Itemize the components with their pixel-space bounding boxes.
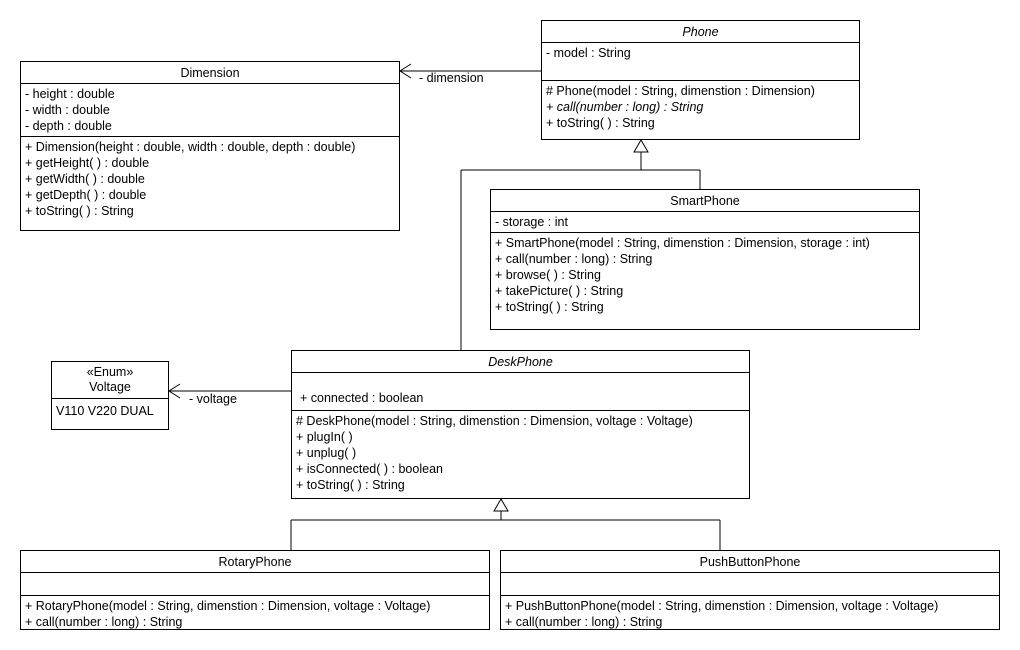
dimension-attribute: - width : double [25,103,110,117]
dimension-class-name: Dimension [21,62,399,84]
dimension-class[interactable]: Dimension - height : double - width : do… [20,61,400,231]
smartphone-operation: + call(number : long) : String [495,252,653,266]
voltage-literals: V110 V220 DUAL [56,404,154,418]
smartphone-attribute: - storage : int [495,215,568,229]
voltage-enum-name: Voltage [89,380,131,394]
pushbuttonphone-attributes [501,573,999,595]
phone-operation-abstract: + call(number : long) : String [546,100,704,114]
phone-attribute: - model : String [546,46,631,60]
phone-operations: # Phone(model : String, dimenstion : Dim… [542,80,859,133]
deskphone-class[interactable]: DeskPhone + connected : boolean # DeskPh… [291,350,750,499]
smartphone-class[interactable]: SmartPhone - storage : int + SmartPhone(… [490,189,920,330]
smartphone-class-name: SmartPhone [491,190,919,212]
rotaryphone-operation: + call(number : long) : String [25,615,183,629]
dimension-association-label: - dimension [419,71,484,85]
dimension-operation: + getHeight( ) : double [25,156,150,170]
voltage-enum-literals: V110 V220 DUAL [52,399,168,421]
dimension-operation: + toString( ) : String [25,204,134,218]
generalization-deskphone-triangle [493,498,509,512]
deskphone-operation: + unplug( ) [296,446,357,460]
generalization-phone-triangle [633,139,649,153]
dimension-operations: + Dimension(height : double, width : dou… [21,136,399,221]
phone-attributes: - model : String [542,43,859,80]
smartphone-operation: + toString( ) : String [495,300,604,314]
pushbuttonphone-class-name: PushButtonPhone [501,551,999,573]
voltage-arrowhead [168,383,181,399]
rotaryphone-class-name: RotaryPhone [21,551,489,573]
enum-stereotype: «Enum» [86,365,134,379]
deskphone-operations: # DeskPhone(model : String, dimenstion :… [292,410,749,495]
voltage-enum[interactable]: «Enum» Voltage V110 V220 DUAL [51,361,169,430]
voltage-enum-header: «Enum» Voltage [52,362,168,399]
phone-class[interactable]: Phone - model : String # Phone(model : S… [541,20,860,140]
dimension-attribute: - height : double [25,87,115,101]
smartphone-operations: + SmartPhone(model : String, dimenstion … [491,232,919,317]
pushbuttonphone-class[interactable]: PushButtonPhone + PushButtonPhone(model … [500,550,1000,630]
deskphone-operation: # DeskPhone(model : String, dimenstion :… [296,414,693,428]
smartphone-attributes: - storage : int [491,212,919,232]
dimension-attribute: - depth : double [25,119,112,133]
deskphone-operation: + plugIn( ) [296,430,353,444]
phone-operation: # Phone(model : String, dimenstion : Dim… [546,84,815,98]
dimension-attributes: - height : double - width : double - dep… [21,84,399,136]
phone-operation: + toString( ) : String [546,116,655,130]
smartphone-operation: + takePicture( ) : String [495,284,624,298]
deskphone-attributes: + connected : boolean [292,373,749,410]
deskphone-class-name: DeskPhone [292,351,749,373]
smartphone-operation: + SmartPhone(model : String, dimenstion … [495,236,870,250]
rotaryphone-attributes [21,573,489,595]
dimension-operation: + Dimension(height : double, width : dou… [25,140,356,154]
dimension-arrowhead [399,63,412,79]
dimension-operation: + getDepth( ) : double [25,188,147,202]
pushbuttonphone-operations: + PushButtonPhone(model : String, dimens… [501,595,999,632]
deskphone-attribute: + connected : boolean [300,391,424,405]
dimension-operation: + getWidth( ) : double [25,172,145,186]
rotaryphone-operation: + RotaryPhone(model : String, dimenstion… [25,599,431,613]
smartphone-operation: + browse( ) : String [495,268,601,282]
rotaryphone-class[interactable]: RotaryPhone + RotaryPhone(model : String… [20,550,490,630]
pushbuttonphone-operation: + call(number : long) : String [505,615,663,629]
deskphone-operation: + isConnected( ) : boolean [296,462,443,476]
pushbuttonphone-operation: + PushButtonPhone(model : String, dimens… [505,599,939,613]
rotaryphone-operations: + RotaryPhone(model : String, dimenstion… [21,595,489,632]
deskphone-operation: + toString( ) : String [296,478,405,492]
voltage-association-label: - voltage [189,392,237,406]
phone-class-name: Phone [542,21,859,43]
